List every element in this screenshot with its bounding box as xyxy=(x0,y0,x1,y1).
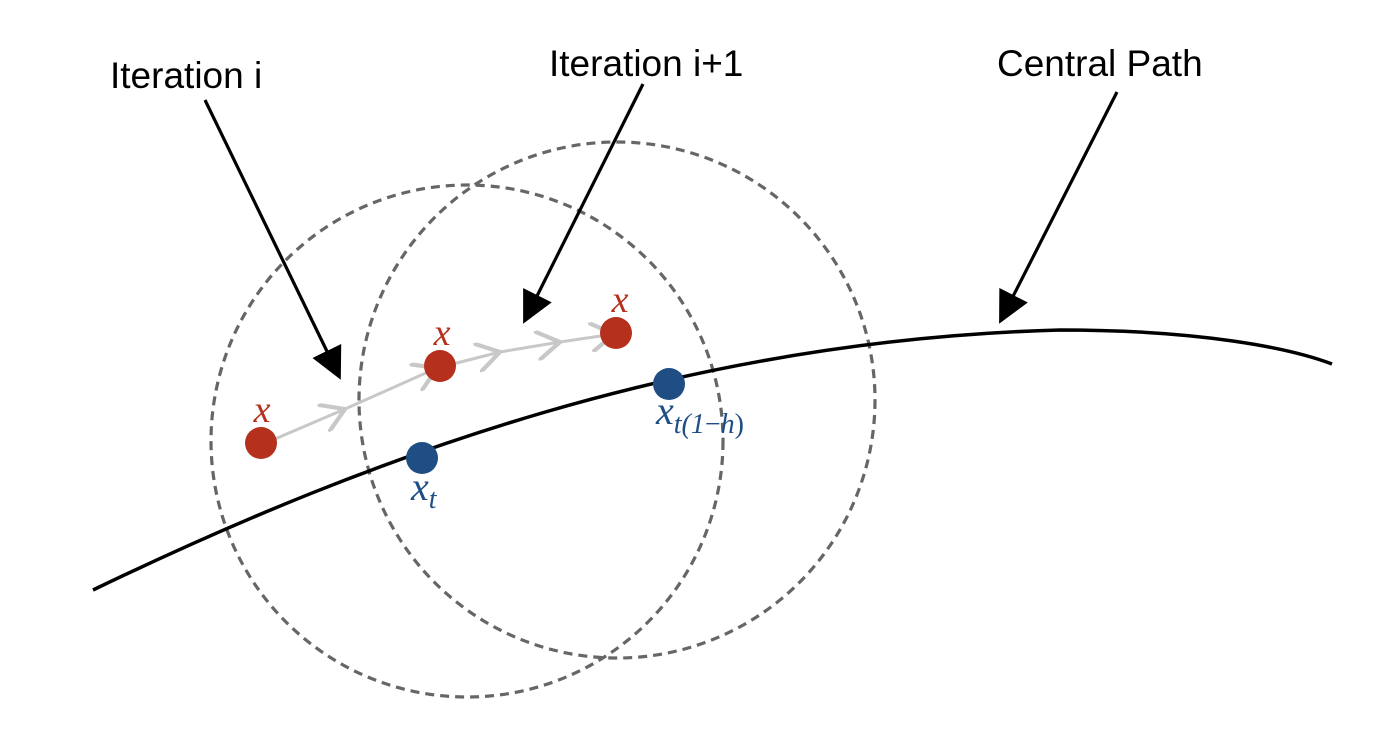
central-point-label-xt1h: xt(1−h) xyxy=(655,388,744,440)
iterate-points xyxy=(245,317,632,459)
iterate-point xyxy=(245,427,277,459)
step-arrow xyxy=(344,368,437,411)
subscript-t-open: t(1 xyxy=(674,409,705,440)
step-arrow xyxy=(267,409,345,444)
subscript-close: ) xyxy=(735,409,744,440)
subscript-t: t xyxy=(429,484,438,515)
subscript-h: h xyxy=(721,409,735,440)
central-point-xt xyxy=(406,442,438,474)
iterate-point xyxy=(600,317,632,349)
central-var: x xyxy=(655,388,674,433)
iterate-point xyxy=(424,350,456,382)
central-point-xt1h xyxy=(653,368,685,400)
pointer-arrow-central-path xyxy=(999,91,1119,324)
label-iteration-i-plus-1: Iteration i+1 xyxy=(549,43,743,84)
iterate-label: x xyxy=(611,279,629,321)
step-arrow xyxy=(499,342,560,352)
label-iteration-i: Iteration i xyxy=(110,55,262,96)
iterate-label: x xyxy=(253,389,271,431)
neighborhood-circle-iteration-i-plus-1 xyxy=(357,140,877,660)
subscript-minus: − xyxy=(705,409,721,440)
neighborhood-circle-iteration-i xyxy=(209,183,725,699)
central-points xyxy=(406,368,685,474)
iterate-label: x xyxy=(433,312,451,354)
label-central-path: Central Path xyxy=(997,43,1203,84)
pointer-arrow-iteration-i xyxy=(203,99,342,380)
central-point-label-xt: xt xyxy=(410,464,438,515)
central-path-curve xyxy=(92,328,1333,592)
pointer-arrow-iteration-i-plus-1 xyxy=(523,83,645,324)
central-var: x xyxy=(410,464,429,509)
